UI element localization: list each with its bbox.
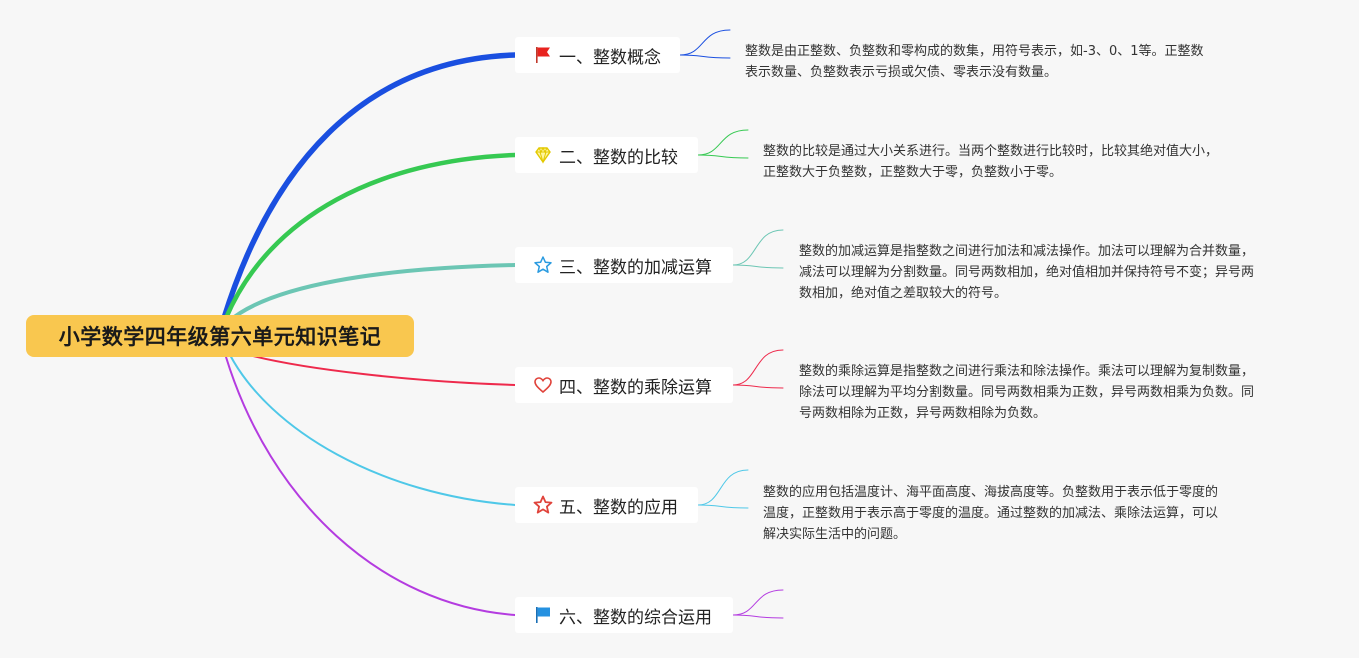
note-connector (679, 29, 731, 56)
note-line: 整数的比较是通过大小关系进行。当两个整数进行比较时，比较其绝对值大小， (763, 144, 1219, 159)
root-topic[interactable]: 小学数学四年级第六单元知识笔记 (26, 315, 414, 357)
note-integer-application: 整数的应用包括温度计、海平面高度、海拔高度等。负整数用于表示低于零度的 温度，正… (763, 482, 1263, 545)
note-connector (732, 384, 784, 389)
branch-connector (221, 52, 518, 321)
note-line: 减法可以理解为分割数量。同号两数相加，绝对值相加并保持符号不变；异号两 (799, 265, 1255, 280)
note-line: 整数的乘除运算是指整数之间进行乘法和除法操作。乘法可以理解为复制数量， (799, 364, 1255, 379)
topic-integer-comprehensive-use[interactable]: 六、整数的综合运用 (515, 597, 733, 633)
topic-label: 六、整数的综合运用 (559, 607, 712, 628)
note-connector (697, 504, 749, 509)
note-connector (697, 129, 749, 156)
topic-label: 一、整数概念 (559, 47, 661, 68)
topic-integer-application[interactable]: 五、整数的应用 (515, 487, 698, 523)
topic-integer-multiply-divide[interactable]: 四、整数的乘除运算 (515, 367, 733, 403)
note-connector (679, 54, 731, 59)
note-connector (697, 469, 749, 506)
note-integer-add-subtract: 整数的加减运算是指整数之间进行加法和减法操作。加法可以理解为合并数量， 减法可以… (799, 241, 1299, 304)
note-line: 整数的应用包括温度计、海平面高度、海拔高度等。负整数用于表示低于零度的 (763, 485, 1219, 500)
note-connector (732, 589, 784, 616)
root-title: 小学数学四年级第六单元知识笔记 (58, 325, 382, 349)
note-line: 数相加，绝对值之差取较大的符号。 (799, 286, 1008, 301)
topic-label: 二、整数的比较 (559, 147, 678, 168)
star-outline-red-icon (533, 495, 553, 515)
note-connector (732, 614, 784, 619)
blue-flag-icon (533, 605, 553, 625)
topic-integer-comparison[interactable]: 二、整数的比较 (515, 137, 698, 173)
note-line: 温度，正整数用于表示高于零度的温度。通过整数的加减法、乘除法运算，可以 (763, 506, 1219, 521)
branch-connector (226, 263, 517, 324)
topic-integer-concept[interactable]: 一、整数概念 (515, 37, 680, 73)
note-line: 整数的加减运算是指整数之间进行加法和减法操作。加法可以理解为合并数量， (799, 244, 1255, 259)
note-connector (732, 264, 784, 269)
note-line: 整数是由正整数、负整数和零构成的数集，用符号表示，如-3、0、1等。正整数 (745, 44, 1204, 59)
note-line: 除法可以理解为平均分割数量。同号两数相乘为正数，异号两数相乘为负数。同 (799, 385, 1255, 400)
note-line: 号两数相除为正数，异号两数相除为负数。 (799, 406, 1047, 421)
topic-label: 四、整数的乘除运算 (559, 377, 712, 398)
branch-connector (223, 152, 518, 321)
note-connector (697, 154, 749, 159)
branch-connector (225, 356, 516, 616)
heart-icon (533, 375, 553, 395)
star-outline-blue-icon (533, 255, 553, 275)
note-integer-multiply-divide: 整数的乘除运算是指整数之间进行乘法和除法操作。乘法可以理解为复制数量， 除法可以… (799, 361, 1299, 424)
red-flag-icon (533, 45, 553, 65)
note-line: 正整数大于负整数，正整数大于零，负整数小于零。 (763, 165, 1063, 180)
note-line: 解决实际生活中的问题。 (763, 527, 907, 542)
topic-integer-add-subtract[interactable]: 三、整数的加减运算 (515, 247, 733, 283)
note-connector (732, 349, 784, 386)
branch-connector (237, 351, 516, 386)
branch-connector (229, 354, 516, 506)
note-line: 表示数量、负整数表示亏损或欠债、零表示没有数量。 (745, 65, 1058, 80)
note-connector (732, 229, 784, 266)
topic-label: 三、整数的加减运算 (559, 257, 712, 278)
diamond-icon (533, 145, 553, 165)
note-integer-concept: 整数是由正整数、负整数和零构成的数集，用符号表示，如-3、0、1等。正整数 表示… (745, 41, 1245, 83)
topic-label: 五、整数的应用 (559, 497, 678, 518)
note-integer-comparison: 整数的比较是通过大小关系进行。当两个整数进行比较时，比较其绝对值大小， 正整数大… (763, 141, 1263, 183)
